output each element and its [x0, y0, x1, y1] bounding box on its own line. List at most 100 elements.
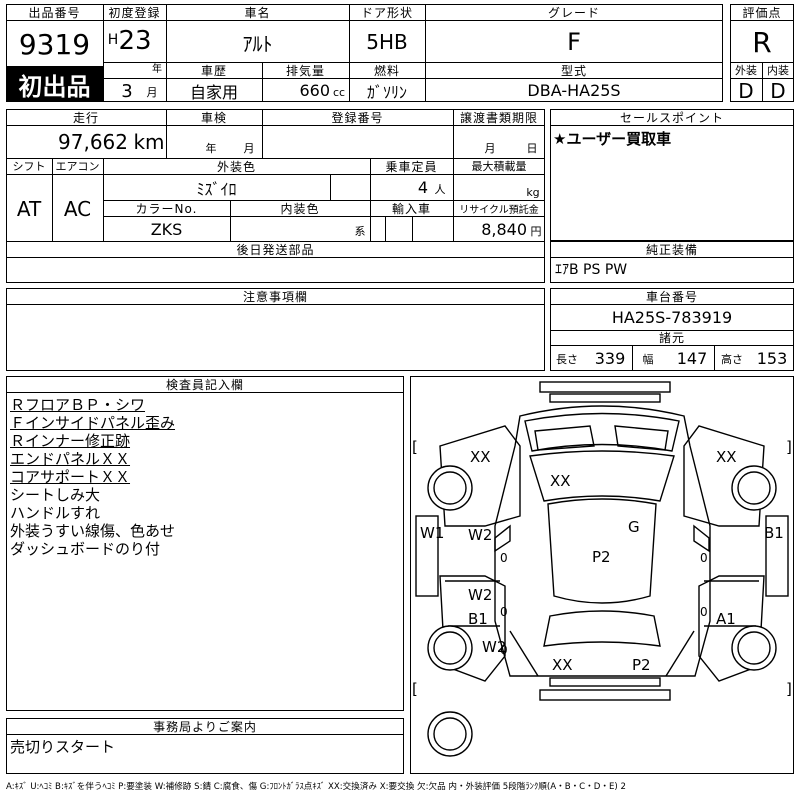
inspector-notes-label: 検査員記入欄: [165, 377, 244, 392]
sales-point-label: セールスポイント: [619, 110, 724, 125]
height-label: 高さ: [721, 353, 743, 366]
office-notice-label: 事務局よりご案内: [153, 719, 257, 734]
width: 147: [676, 348, 708, 368]
zero-mark: 0: [500, 643, 508, 657]
month-unit: 月: [146, 86, 158, 99]
door-type: 5HB: [366, 30, 408, 54]
vehicle-details-table: [6, 109, 545, 283]
divider: [550, 345, 794, 346]
divider: [103, 216, 545, 217]
inspector-note: 外装うすい線傷、色あせ: [10, 522, 176, 540]
damage-mark: P2: [592, 548, 611, 566]
office-notice: 売切りスタート: [10, 738, 116, 756]
divider: [6, 257, 545, 258]
divider: [550, 125, 794, 126]
divider: [6, 125, 545, 126]
displacement-label: 排気量: [285, 63, 325, 78]
office-notice-box: [6, 718, 404, 774]
divider: [6, 20, 723, 21]
mileage: 97,662: [58, 130, 128, 154]
divider: [103, 78, 723, 79]
chassis-box: [550, 288, 794, 371]
car-name: ｱﾙﾄ: [242, 31, 273, 56]
model-label: 型式: [560, 63, 587, 78]
mileage-unit: km: [133, 130, 165, 154]
chassis-number: HA25S-783919: [611, 308, 733, 327]
divider: [412, 216, 413, 241]
divider: [762, 62, 763, 102]
seats-label: 乗車定員: [385, 159, 438, 174]
history: 自家用: [189, 82, 238, 102]
divider: [6, 734, 404, 735]
damage-mark: XX: [716, 448, 737, 466]
damage-mark: W2: [468, 526, 492, 544]
color-number-label: カラーNo.: [135, 201, 198, 216]
damage-mark: W2: [482, 638, 506, 656]
divider: [6, 241, 545, 242]
zero-mark: 0: [500, 605, 508, 619]
damage-mark: A1: [716, 610, 736, 628]
inspector-notes-box: [6, 376, 404, 711]
fuel: ｶﾞｿﾘﾝ: [366, 82, 407, 102]
zero-mark: 0: [500, 551, 508, 565]
legend: A:ｷｽﾞ U:ﾍｺﾐ B:ｷｽﾞを伴うﾍｺﾐ P:要塗装 W:補修跡 S:錆 …: [6, 782, 626, 792]
inspection-label: 車検: [200, 110, 227, 125]
lot-number: 9319: [18, 27, 91, 61]
divider: [453, 109, 454, 158]
header-table: [6, 4, 723, 102]
specs-label: 諸元: [658, 331, 685, 345]
divider: [6, 158, 545, 159]
divider: [550, 330, 794, 331]
divider: [550, 257, 794, 258]
height: 153: [756, 348, 788, 368]
import-label: 輸入車: [391, 201, 431, 216]
divider: [330, 174, 331, 200]
recycle-label: リサイクル預託金: [459, 204, 539, 216]
divider: [349, 4, 350, 62]
inspector-note: ＲフロアＢＰ・シワ: [10, 396, 146, 414]
length-label: 長さ: [556, 353, 578, 366]
divider: [370, 158, 371, 241]
inspector-note: コアサポートＸＸ: [10, 468, 131, 486]
caution-box: [6, 288, 545, 371]
divider: [385, 216, 386, 241]
bracket: ]: [786, 680, 792, 698]
divider: [425, 62, 426, 102]
bracket: [: [412, 680, 418, 698]
inspector-note: ダッシュボードのり付: [10, 540, 161, 558]
transfer-deadline-label: 譲渡書類期限: [459, 110, 538, 125]
divider: [103, 4, 104, 102]
equipment: ｴｱB PS PW: [555, 262, 628, 278]
score-label: 評価点: [742, 5, 782, 20]
divider: [103, 158, 104, 241]
width-label: 幅: [642, 353, 654, 366]
interior-grade: D: [770, 78, 786, 103]
damage-mark: W1: [420, 524, 444, 542]
sales-point-box: [550, 109, 794, 241]
registration-month: 3: [121, 80, 133, 102]
interior-label: 内装: [767, 64, 789, 77]
divider: [103, 200, 545, 201]
damage-mark: P2: [632, 656, 651, 674]
divider: [262, 109, 263, 158]
divider: [6, 174, 545, 175]
exterior-color: ﾐｽﾞｲﾛ: [196, 179, 237, 199]
divider: [6, 304, 545, 305]
first-listing-badge: 初出品: [6, 67, 103, 102]
registration-number-label: 登録番号: [331, 110, 384, 125]
inspector-note: Ｆインサイドパネル歪み: [10, 414, 176, 432]
inspector-note: ハンドルすれ: [10, 504, 101, 522]
displacement-unit: cc: [332, 85, 346, 99]
length: 339: [594, 348, 626, 368]
lot-number-label: 出品番号: [28, 5, 81, 20]
aircon: AC: [63, 196, 92, 221]
fuel-label: 燃料: [373, 63, 400, 78]
interior-color-suffix: 系: [354, 225, 366, 238]
divider: [166, 109, 167, 158]
model-code: DBA-HA25S: [527, 81, 621, 100]
divider: [6, 392, 404, 393]
car-name-label: 車名: [244, 5, 271, 20]
divider: [425, 4, 426, 62]
shift: AT: [16, 196, 42, 221]
exterior-color-label: 外装色: [216, 159, 256, 174]
